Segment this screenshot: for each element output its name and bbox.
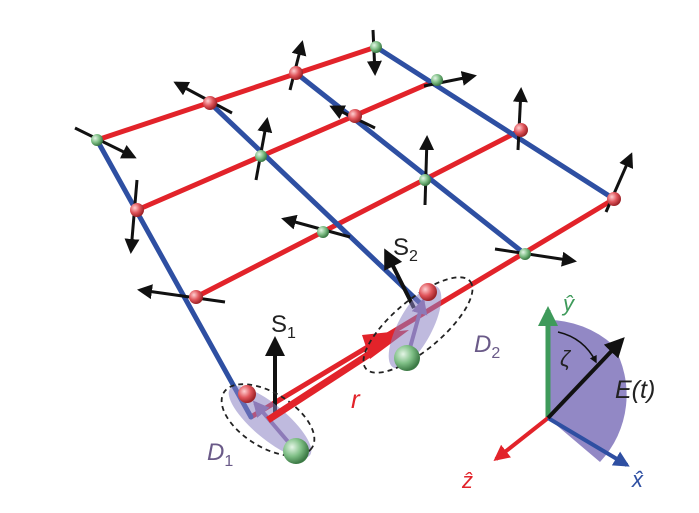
angle-sector <box>548 320 613 418</box>
spin-arrow <box>281 214 351 239</box>
site-green <box>283 438 309 464</box>
label-axis-x: x̂ <box>631 467 644 492</box>
spin-arrow <box>74 126 137 159</box>
dipole-dashed-outline <box>362 276 474 374</box>
dipole-arrow <box>252 400 292 446</box>
bond-blue <box>293 70 528 257</box>
axis-z <box>493 416 550 461</box>
site-red <box>189 290 203 304</box>
label-field: E(t) <box>615 376 655 404</box>
site-green <box>519 248 531 260</box>
site-green <box>255 150 267 162</box>
bond-red <box>94 44 379 143</box>
site-red <box>514 123 528 137</box>
label-r: r <box>351 384 361 414</box>
site-red <box>419 283 437 301</box>
site-red <box>203 96 217 110</box>
site-green <box>419 174 431 186</box>
site-red <box>607 192 621 206</box>
spin-arrow-s2 <box>384 248 416 309</box>
site-red <box>130 203 144 217</box>
axis-x <box>546 416 630 467</box>
site-red <box>289 66 303 80</box>
bond-red <box>134 77 440 213</box>
spin-arrow <box>419 135 435 206</box>
site-green <box>370 41 382 53</box>
coordinate-axes <box>493 306 630 467</box>
site-green <box>394 345 420 371</box>
spin-arrow <box>137 284 226 304</box>
spin-arrow <box>173 81 233 115</box>
label-d1: D1 <box>207 439 233 470</box>
site-green <box>431 74 443 86</box>
bond-red <box>193 127 524 300</box>
lattice-sites <box>91 41 621 304</box>
site-green <box>91 134 103 146</box>
site-red <box>238 385 256 403</box>
label-s1: S1 <box>271 311 296 342</box>
spin-arrow <box>254 117 273 181</box>
zeta-arc-arrow <box>557 331 597 364</box>
label-zeta: ζ <box>560 346 572 371</box>
spin-arrow <box>423 70 477 88</box>
label-s2: S2 <box>393 234 418 265</box>
spin-arrow <box>512 87 528 151</box>
lattice-bonds <box>94 44 617 420</box>
field-wedge <box>548 345 627 462</box>
label-axis-y: ŷ <box>561 291 576 316</box>
label-axis-z: ẑ <box>461 468 473 493</box>
field-arrow <box>546 337 625 420</box>
r-arrow-shaft <box>266 348 376 423</box>
dipole-dashed-outline <box>220 383 316 457</box>
site-green <box>317 226 329 238</box>
spin-arrow <box>494 247 577 267</box>
bond-blue <box>94 137 254 420</box>
separation-vector <box>266 330 409 423</box>
label-d2: D2 <box>474 331 500 362</box>
labels: S1 S2 D1 D2 r ζ E(t) ŷ ẑ x̂ <box>207 234 655 493</box>
dipole-d2 <box>362 276 474 374</box>
bond-blue <box>373 44 617 202</box>
site-red <box>348 109 362 123</box>
